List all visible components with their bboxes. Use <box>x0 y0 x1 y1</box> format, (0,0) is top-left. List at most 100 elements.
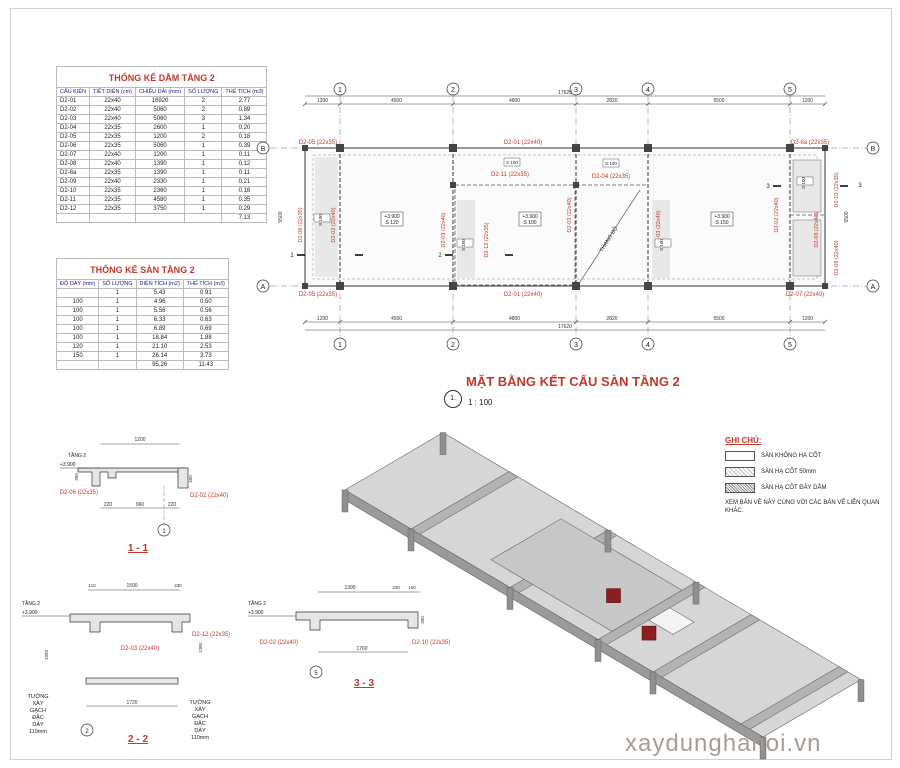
dimension-label: 220 <box>168 502 177 508</box>
dimension-label: 2820 <box>606 316 617 322</box>
dimension-label: 17620 <box>558 90 572 96</box>
beam-label: D2-02 (22x40) <box>331 207 337 242</box>
grid-bubble <box>333 82 347 96</box>
slab-tag-box <box>380 211 404 227</box>
grid-label: 5 <box>314 671 318 677</box>
3d-column <box>439 432 447 455</box>
plan-scale: 1 : 100 <box>468 398 493 407</box>
dimension-label: 1200 <box>802 316 813 322</box>
legend-row: SÀN HẠ CỐT ĐÁY DẦM <box>725 483 885 493</box>
dimension-tick <box>302 101 308 107</box>
legend-swatch-hatch-dense <box>725 483 755 493</box>
dimension-label: 1200 <box>317 316 328 322</box>
dimension-tick <box>787 319 793 325</box>
hatch-region <box>792 219 822 277</box>
table-cell <box>98 360 137 370</box>
notes-panel: GHI CHÚ: SÀN KHÔNG HẠ CỐT SÀN HẠ CỐT 50m… <box>725 436 885 515</box>
3d-beam <box>652 614 761 678</box>
grid-label: 5 <box>788 87 792 94</box>
3d-column <box>341 489 349 513</box>
small-slab-label: S 100 <box>801 177 806 189</box>
table-total: 7.13 <box>221 213 268 223</box>
column-marker <box>822 145 828 151</box>
grid-bubble <box>446 82 460 96</box>
section-mark-label: 2 <box>438 253 442 259</box>
grid-bubble <box>157 523 171 537</box>
grid-label: 5 <box>788 342 792 349</box>
slab-level-label: +3.900 <box>384 214 400 220</box>
small-slab-tag <box>456 238 474 248</box>
dimension-label: 4500 <box>391 316 402 322</box>
dimension-label: 4800 <box>509 316 520 322</box>
slab-tag-box <box>710 211 734 227</box>
grid-label: B <box>261 146 266 153</box>
notes-text: XEM BẢN VẼ NÀY CÙNG VỚI CÁC BẢN VẼ LIÊN … <box>725 500 880 514</box>
column-marker <box>450 182 456 188</box>
legend-label: SÀN HẠ CỐT ĐÁY DẦM <box>761 485 827 491</box>
small-slab-tag <box>503 157 521 167</box>
beam-label: D2-02 (22x40) <box>190 493 228 499</box>
table-total: 11.43 <box>182 360 229 370</box>
section-1-title: 1 - 1 <box>128 543 149 554</box>
level-value: +3.900 <box>22 610 38 616</box>
grid-label: 2 <box>451 87 455 94</box>
3d-brick-wall <box>641 625 657 641</box>
dimension-tick <box>573 101 579 107</box>
column-marker <box>786 144 794 152</box>
section-1-profile <box>77 467 187 487</box>
3d-column <box>506 587 514 610</box>
grid-bubble <box>641 337 655 351</box>
column-marker <box>336 144 344 152</box>
grid-label: 1 <box>162 529 166 535</box>
column-marker <box>302 145 308 151</box>
3d-column <box>759 736 767 760</box>
3d-slab-panel <box>490 518 683 632</box>
level-name: TẦNG 2 <box>22 600 40 607</box>
dimension-label: 1200 <box>802 98 813 104</box>
small-slab-tag <box>313 213 331 223</box>
slab-thickness-label: S 100 <box>523 220 536 226</box>
stair-line <box>579 189 641 283</box>
section-3-title: 3 - 3 <box>354 678 375 689</box>
grid-label: A <box>261 284 266 291</box>
grid-bubble <box>256 141 270 155</box>
level-value: +3.900 <box>248 610 264 616</box>
3d-column <box>594 639 602 662</box>
3d-column <box>692 581 700 605</box>
section-3-profile <box>295 611 419 631</box>
dimension-tick <box>337 101 343 107</box>
dimension-label: 17620 <box>558 324 572 330</box>
column-marker <box>302 283 308 289</box>
3d-stair-opening <box>648 607 695 635</box>
small-slab-tag <box>796 176 814 186</box>
slab-tag-box <box>518 211 542 227</box>
dimension-label: 960 <box>136 502 145 508</box>
beam-label: D2-10 (22x35) <box>412 640 450 646</box>
dimension-label: 5500 <box>844 211 850 222</box>
legend-label: SÀN HẠ CỐT 50mm <box>761 469 816 475</box>
dimension-tick <box>337 319 343 325</box>
dimension-tick <box>450 319 456 325</box>
section-2-profile <box>69 613 191 633</box>
slab-thickness-label: S 150 <box>715 220 728 226</box>
grid-bubble <box>309 665 323 679</box>
dimension-tick <box>645 101 651 107</box>
dimension-label: 350 <box>74 473 79 481</box>
grid-label: 2 <box>85 729 89 735</box>
dimension-label: 2820 <box>606 98 617 104</box>
dimension-tick <box>645 319 651 325</box>
slab-thickness-label: S 120 <box>385 220 398 226</box>
small-slab-label: S 100 <box>659 239 664 251</box>
beam-table-title: THỐNG KÊ DẦM TẦNG 2 <box>56 66 268 87</box>
beam-label: D2-05 (22x35) <box>299 292 337 298</box>
section-2-title: 2 - 2 <box>128 734 149 745</box>
3d-beam <box>740 666 849 730</box>
grid-bubble <box>446 337 460 351</box>
beam-label: D2-10 (22x35) <box>834 172 840 207</box>
slab-level-label: +3.900 <box>522 214 538 220</box>
dimension-label: 5500 <box>713 98 724 104</box>
dimension-tick <box>450 101 456 107</box>
grid-label: 4 <box>646 342 650 349</box>
